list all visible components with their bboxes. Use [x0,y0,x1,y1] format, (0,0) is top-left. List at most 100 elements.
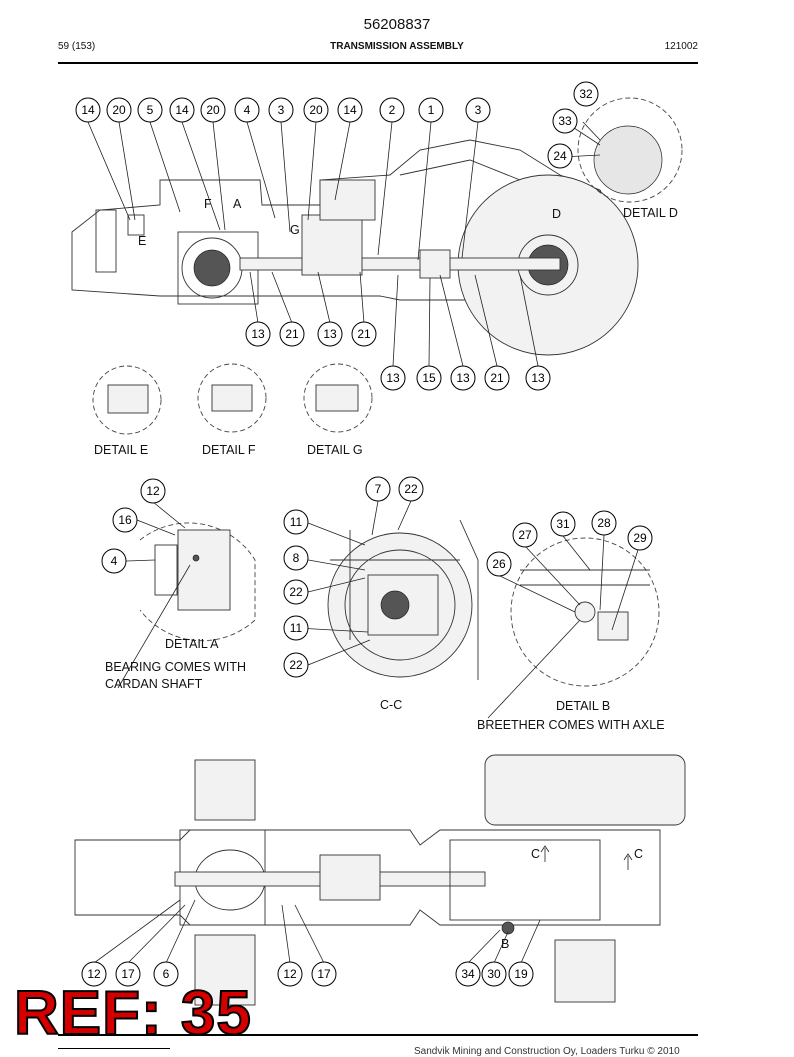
detail-b-leaders [487,534,639,719]
callout: 17 [311,961,337,987]
callout: 14 [337,97,363,123]
callout: 13 [245,321,271,347]
svg-text:12: 12 [283,967,297,981]
svg-text:13: 13 [456,371,470,385]
svg-text:3: 3 [475,103,482,117]
svg-text:13: 13 [386,371,400,385]
svg-text:13: 13 [251,327,265,341]
svg-text:11: 11 [290,621,303,635]
callout: 2 [379,97,405,123]
detail-a-callouts: 12 16 4 [101,478,166,574]
detail-g-label: DETAIL G [307,443,363,457]
callout: 13 [317,321,343,347]
callout: 11 [283,615,309,641]
svg-text:33: 33 [558,114,572,128]
callout: 19 [508,961,534,987]
transmission-top [319,179,376,221]
center-bearing [419,249,451,279]
bearing-housing [177,529,231,611]
callout: 22 [398,476,424,502]
bearing-bolt [192,554,200,562]
svg-text:21: 21 [285,327,299,341]
detail-b-axle [520,569,650,586]
callout: 16 [112,507,138,533]
callout: 21 [279,321,305,347]
callout: 20 [303,97,329,123]
letter-b: B [501,937,509,951]
lower-row-callouts: 13 15 13 21 13 [380,365,551,391]
svg-text:20: 20 [206,103,220,117]
detail-d-label: DETAIL D [623,206,678,220]
top-assembly-view: DETAIL D D F A E G 14 20 5 14 20 4 3 20 … [71,81,683,391]
breather-body [574,601,596,623]
detail-a: 12 16 4 DETAIL A BEARING COMES WITH CARD… [101,478,256,691]
section-cc-label: C-C [380,698,402,712]
section-arrows [540,845,633,870]
svg-text:20: 20 [309,103,323,117]
detail-d-callouts: 32 33 24 [547,81,599,169]
svg-text:16: 16 [118,513,132,527]
svg-text:8: 8 [293,551,300,565]
lower-leaders [249,121,601,367]
callout: 1 [418,97,444,123]
cc-center [380,590,410,620]
letter-f: F [204,197,212,211]
top-leaders [87,121,479,261]
cardan-shaft [239,257,561,271]
svg-text:5: 5 [147,103,154,117]
detail-b-callouts: 27 31 28 29 26 [486,510,653,577]
callout: 29 [627,525,653,551]
svg-text:14: 14 [343,103,357,117]
ref-stamp: REF: 35 [13,979,252,1048]
svg-text:3: 3 [278,103,285,117]
svg-text:22: 22 [289,585,303,599]
svg-text:7: 7 [375,482,382,496]
callout: 14 [169,97,195,123]
svg-text:15: 15 [422,371,436,385]
rear-tire-top [484,754,686,826]
detail-g-circle [303,363,373,433]
cc-leaders [296,500,412,666]
detail-a-outline [139,522,256,642]
callout: 3 [465,97,491,123]
callout: 20 [106,97,132,123]
callout: 12 [81,961,107,987]
document-code: 121002 [664,41,698,52]
svg-text:14: 14 [81,103,95,117]
letter-c-right: C [634,847,643,861]
detail-a-leaders [117,501,191,689]
letter-c-left: C [531,847,540,861]
callout: 13 [525,365,551,391]
svg-text:12: 12 [87,967,101,981]
callout: 24 [547,143,573,169]
detail-b-circle [510,537,660,687]
callout: 22 [283,652,309,678]
detail-e-f-g: DETAIL E DETAIL F DETAIL G [92,363,373,457]
cc-gear-ring [344,549,456,661]
svg-text:1: 1 [428,103,435,117]
svg-text:4: 4 [244,103,251,117]
callout: 26 [486,551,512,577]
front-flange [95,209,117,273]
callout: 13 [380,365,406,391]
detail-b: 27 31 28 29 26 DETAIL B BREETHER COMES W… [477,510,665,732]
bottom-leaders [93,899,541,964]
callout: 7 [365,476,391,502]
front-hub-center [193,249,231,287]
detail-d-circle [577,97,683,203]
detail-g-part-view [315,384,359,412]
detail-f-circle [197,363,267,433]
detail-f-part-view [211,384,253,412]
callout: 11 [283,509,309,535]
rear-axle-plan [449,839,601,921]
svg-text:13: 13 [531,371,545,385]
svg-text:11: 11 [290,515,303,529]
detail-e-part [127,214,145,236]
callout: 5 [137,97,163,123]
section-cc: 7 22 11 8 22 11 22 C-C [283,476,479,712]
section-cc-callouts: 7 22 11 8 22 11 22 [283,476,424,678]
callout: 15 [416,365,442,391]
callout: 20 [200,97,226,123]
rear-tire-bottom [554,939,616,1003]
